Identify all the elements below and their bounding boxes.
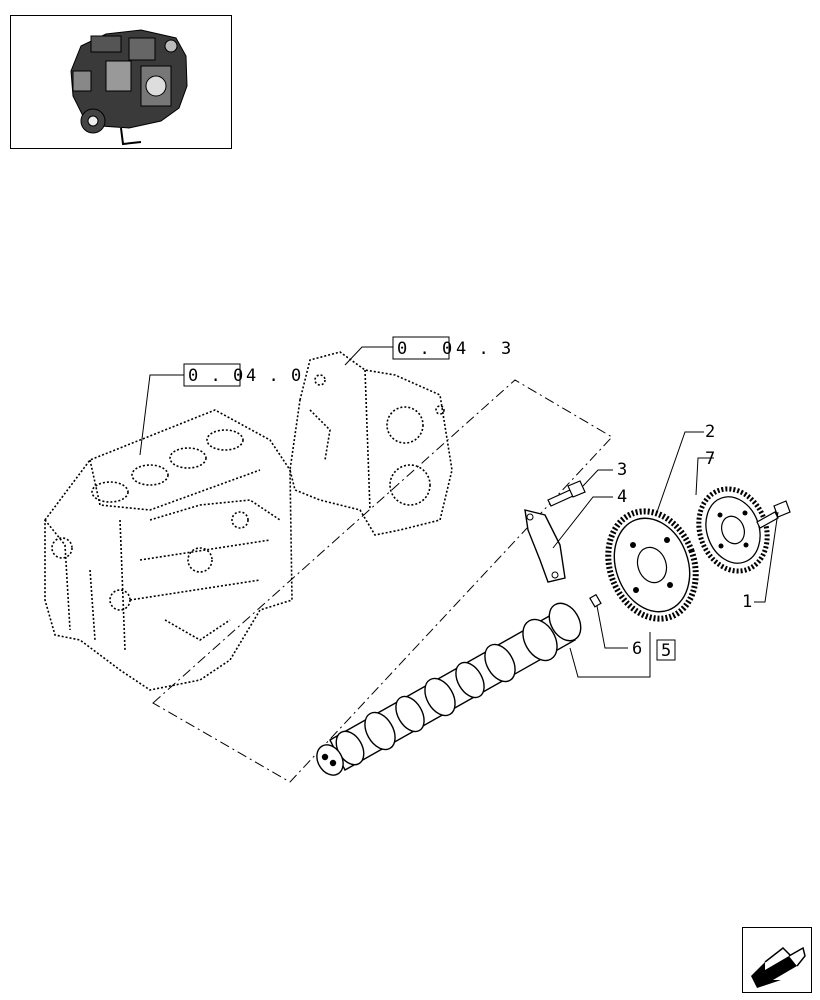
thrust-plate — [524, 509, 566, 583]
callout-4: 4 — [617, 487, 627, 507]
camshaft — [316, 602, 582, 776]
leader-3 — [582, 469, 613, 487]
reference-cover[interactable]: 0 . 0 4 . 3 — [392, 336, 512, 360]
callout-7: 7 — [705, 449, 715, 469]
reference-block[interactable]: 0 . 0 4 . 0 — [183, 363, 302, 387]
reference-block-suffix: 4 . 0 — [246, 366, 302, 386]
ref-leader-cover — [344, 346, 395, 366]
reference-cover-suffix: 4 . 3 — [456, 339, 512, 359]
next-page-arrow-icon — [751, 946, 806, 988]
key-pin — [589, 593, 602, 608]
callout-kit: 5 — [661, 641, 671, 661]
leader-kit — [569, 632, 651, 678]
callout-6: 6 — [632, 639, 642, 659]
leader-4 — [552, 496, 613, 549]
engine-thumbnail-icon — [70, 29, 188, 146]
engine-thumbnail[interactable] — [10, 15, 232, 149]
leader-6 — [596, 605, 628, 649]
reference-block-boxed: 0 . 0 — [188, 366, 244, 386]
assembly-boundary — [152, 379, 613, 783]
callout-2: 2 — [705, 422, 715, 442]
gear-7 — [696, 486, 770, 574]
next-page-button[interactable] — [742, 927, 812, 993]
kit-box — [656, 639, 676, 661]
bolt-3 — [547, 480, 586, 507]
leader-2 — [656, 431, 704, 513]
camshaft-gear — [605, 508, 699, 622]
leader-1 — [754, 511, 779, 603]
callout-1: 1 — [742, 592, 752, 612]
leader-7 — [695, 457, 714, 496]
ref-leader-block — [139, 374, 185, 456]
reference-cover-boxed: 0 . 0 — [397, 339, 453, 359]
callout-3: 3 — [617, 460, 627, 480]
timing-cover — [289, 351, 453, 536]
engine-block — [44, 409, 293, 691]
